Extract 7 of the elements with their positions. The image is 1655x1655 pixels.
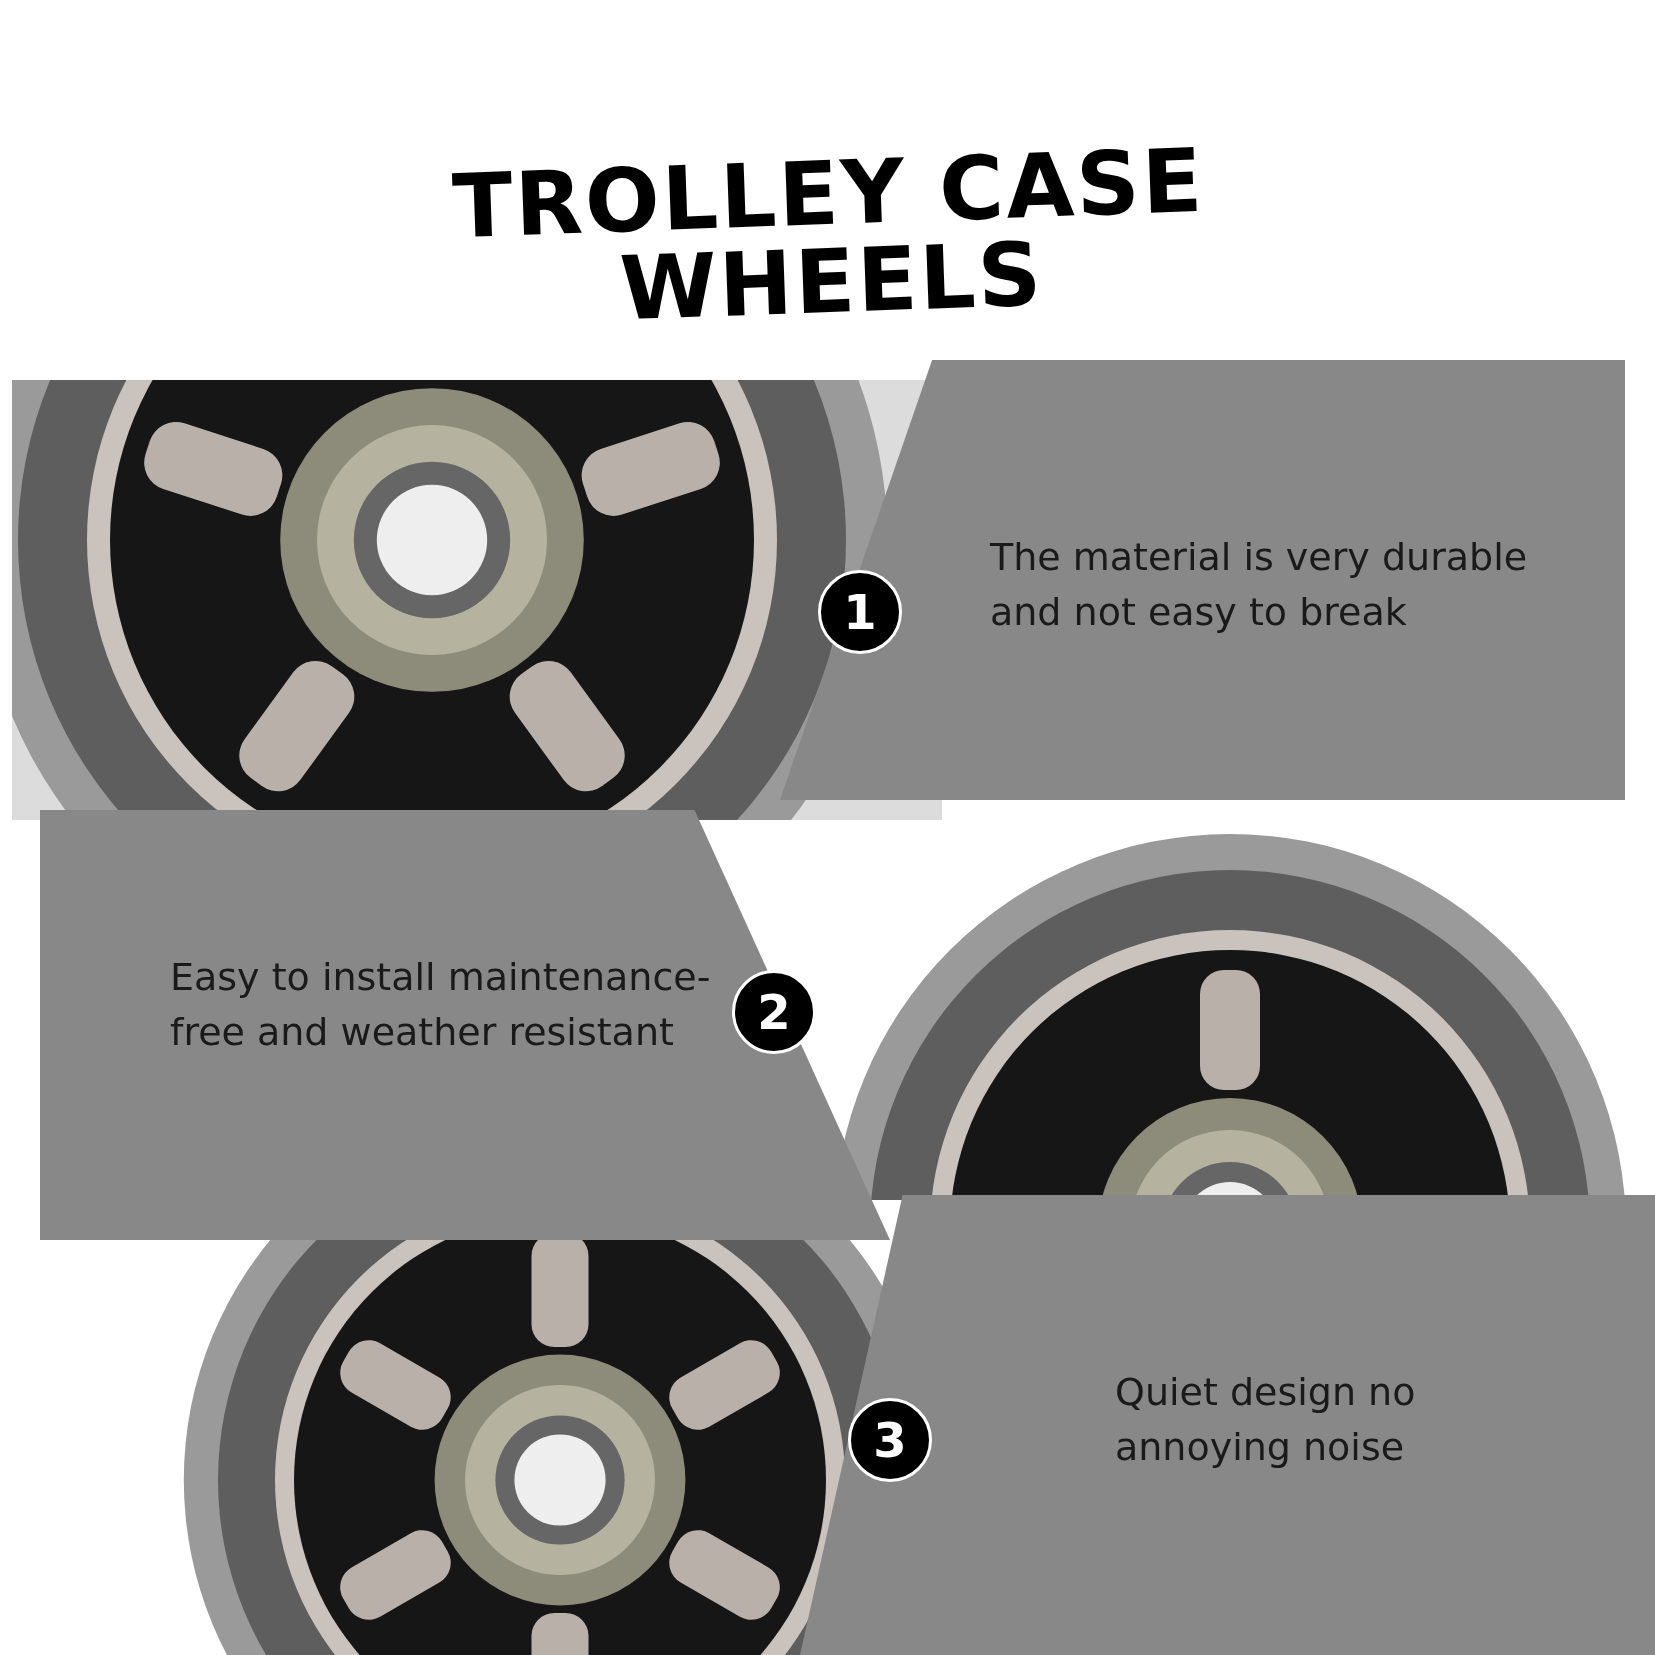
feature-text: Easy to install maintenance-free and weather resistant (170, 954, 712, 1057)
title: TROLLEY CASE WHEELS (449, 129, 1207, 343)
text-panel (800, 1195, 1655, 1655)
text-panel (780, 360, 1625, 800)
text-panel (40, 810, 890, 1240)
feature-text: The material is very durable and not easy to break (990, 534, 1529, 637)
feature-text: Quiet design no annoying noise (1115, 1369, 1417, 1472)
